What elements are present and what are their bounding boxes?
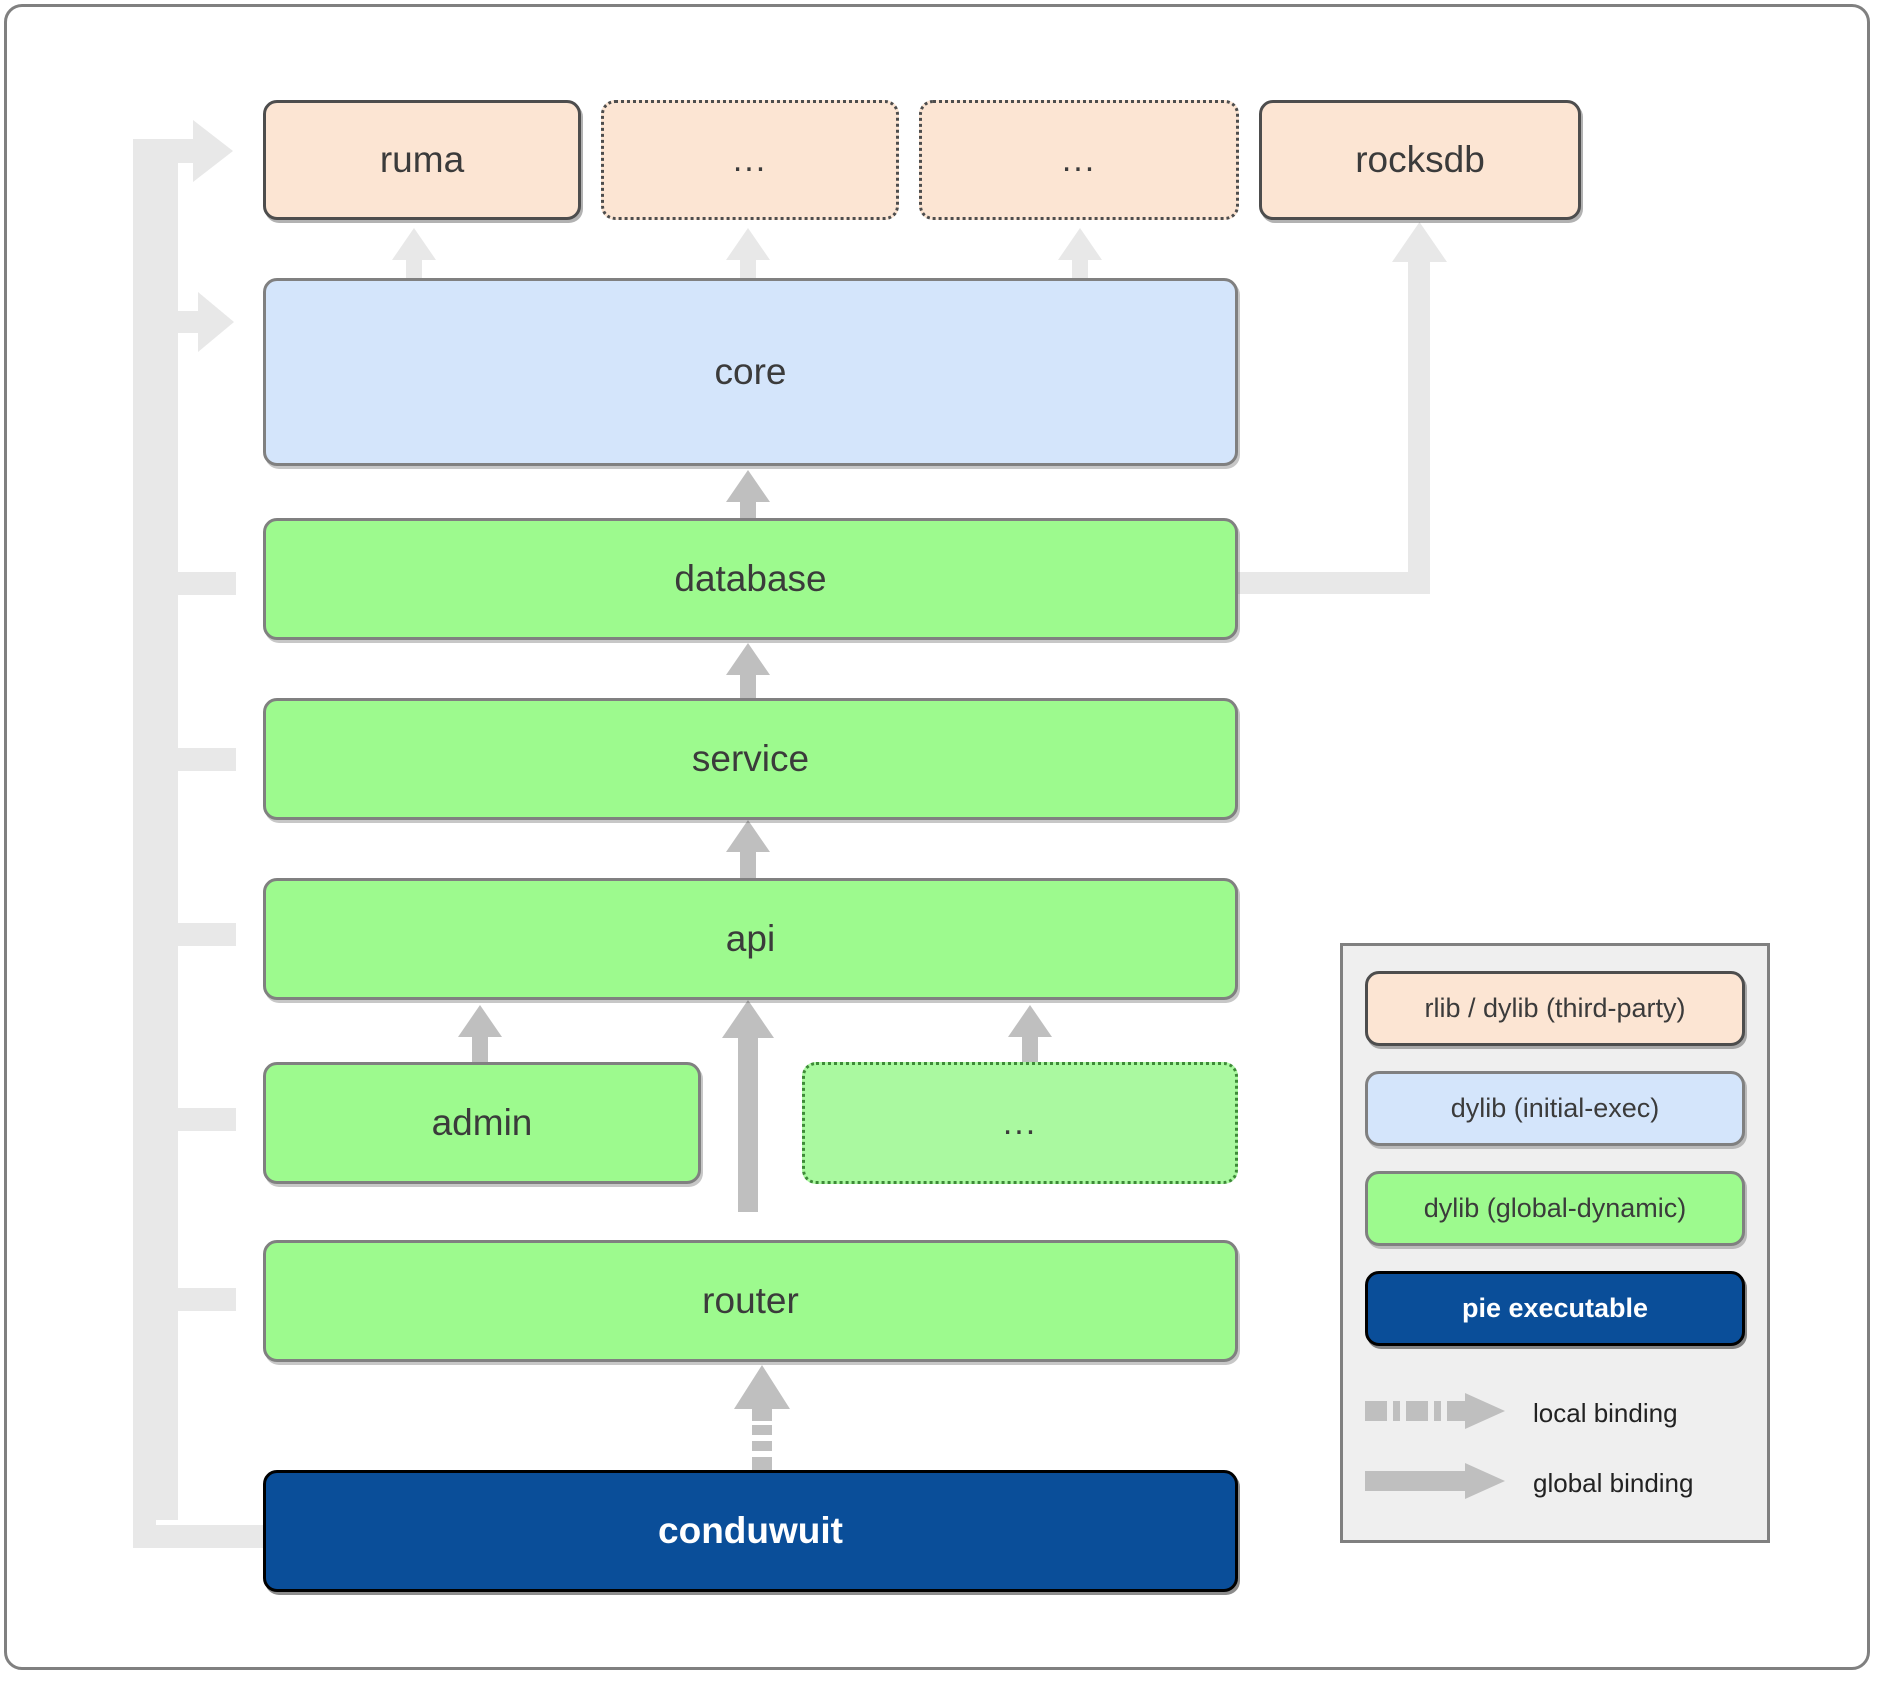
edge-database-to-rocksdb-vertical <box>1408 258 1430 594</box>
legend-label: dylib (global-dynamic) <box>1423 1193 1687 1223</box>
legend-label: pie executable <box>1461 1293 1649 1323</box>
legend-item-initial-exec: dylib (initial-exec) <box>1365 1071 1745 1146</box>
edge-arrow-database-to-core <box>726 470 770 528</box>
node-label: conduwuit <box>658 1510 843 1551</box>
local-binding-arrow-icon <box>1365 1391 1505 1436</box>
legend-item-third-party: rlib / dylib (third-party) <box>1365 971 1745 1046</box>
edge-arrow-core-to-ruma <box>392 228 436 284</box>
node-rocksdb[interactable]: rocksdb <box>1259 100 1581 220</box>
legend-item-local-binding: local binding <box>1365 1391 1678 1436</box>
node-core[interactable]: core <box>263 278 1238 466</box>
node-api-plugin-placeholder[interactable]: ... <box>802 1062 1238 1184</box>
edge-arrow-placeholder-to-api <box>1008 1005 1052 1067</box>
edge-conduwuit-to-ruma-rail-vertical <box>133 148 156 1548</box>
node-conduwuit[interactable]: conduwuit <box>263 1470 1238 1592</box>
global-binding-arrow-icon <box>1365 1461 1505 1506</box>
edge-conduwuit-to-database-stub <box>156 572 236 595</box>
legend-item-pie-executable: pie executable <box>1365 1271 1745 1346</box>
node-label: ... <box>1002 1103 1038 1142</box>
edge-arrow-router-to-api <box>722 1000 774 1212</box>
legend-label: global binding <box>1533 1468 1694 1498</box>
edge-conduwuit-to-service-stub <box>156 748 236 771</box>
edge-arrow-core-to-placeholder-1 <box>726 228 770 284</box>
edge-conduwuit-rail-inner-vertical <box>156 160 178 1520</box>
node-label: database <box>674 558 827 599</box>
edge-arrow-into-rocksdb <box>1392 222 1447 270</box>
edge-arrow-api-to-service <box>726 820 770 878</box>
node-label: core <box>714 351 787 392</box>
edge-arrow-service-to-database <box>726 643 770 701</box>
node-database[interactable]: database <box>263 518 1238 640</box>
node-label: ruma <box>379 139 465 180</box>
edge-conduwuit-to-ruma-rail-bottom <box>133 1525 268 1548</box>
node-api[interactable]: api <box>263 878 1238 1000</box>
legend-item-global-dynamic: dylib (global-dynamic) <box>1365 1171 1745 1246</box>
node-label: service <box>691 738 810 779</box>
node-label: api <box>725 918 776 959</box>
legend-label: rlib / dylib (third-party) <box>1424 993 1686 1023</box>
node-label: router <box>702 1280 799 1321</box>
node-third-party-placeholder-1[interactable]: ... <box>601 100 899 220</box>
edge-conduwuit-to-api-stub <box>156 923 236 946</box>
node-ruma[interactable]: ruma <box>263 100 581 220</box>
node-label: admin <box>431 1102 533 1143</box>
node-label: ... <box>732 140 768 179</box>
edge-conduwuit-to-admin-stub <box>156 1108 236 1131</box>
legend-item-global-binding: global binding <box>1365 1461 1693 1506</box>
node-third-party-placeholder-2[interactable]: ... <box>919 100 1239 220</box>
node-label: rocksdb <box>1355 139 1485 180</box>
legend-panel: rlib / dylib (third-party) dylib (initia… <box>1340 943 1770 1543</box>
node-admin[interactable]: admin <box>263 1062 701 1184</box>
edge-arrow-admin-to-api <box>458 1005 502 1067</box>
node-label: ... <box>1061 140 1097 179</box>
legend-label: local binding <box>1533 1398 1678 1428</box>
edge-conduwuit-to-router-stub <box>156 1288 236 1311</box>
edge-arrow-into-core <box>156 292 234 352</box>
edge-arrow-conduwuit-to-router-local <box>734 1365 790 1475</box>
legend-label: dylib (initial-exec) <box>1450 1093 1660 1123</box>
edge-arrow-into-ruma <box>133 120 233 182</box>
node-service[interactable]: service <box>263 698 1238 820</box>
edge-arrow-core-to-placeholder-2 <box>1058 228 1102 284</box>
edge-database-to-rocksdb-horizontal <box>1235 572 1430 594</box>
node-router[interactable]: router <box>263 1240 1238 1362</box>
